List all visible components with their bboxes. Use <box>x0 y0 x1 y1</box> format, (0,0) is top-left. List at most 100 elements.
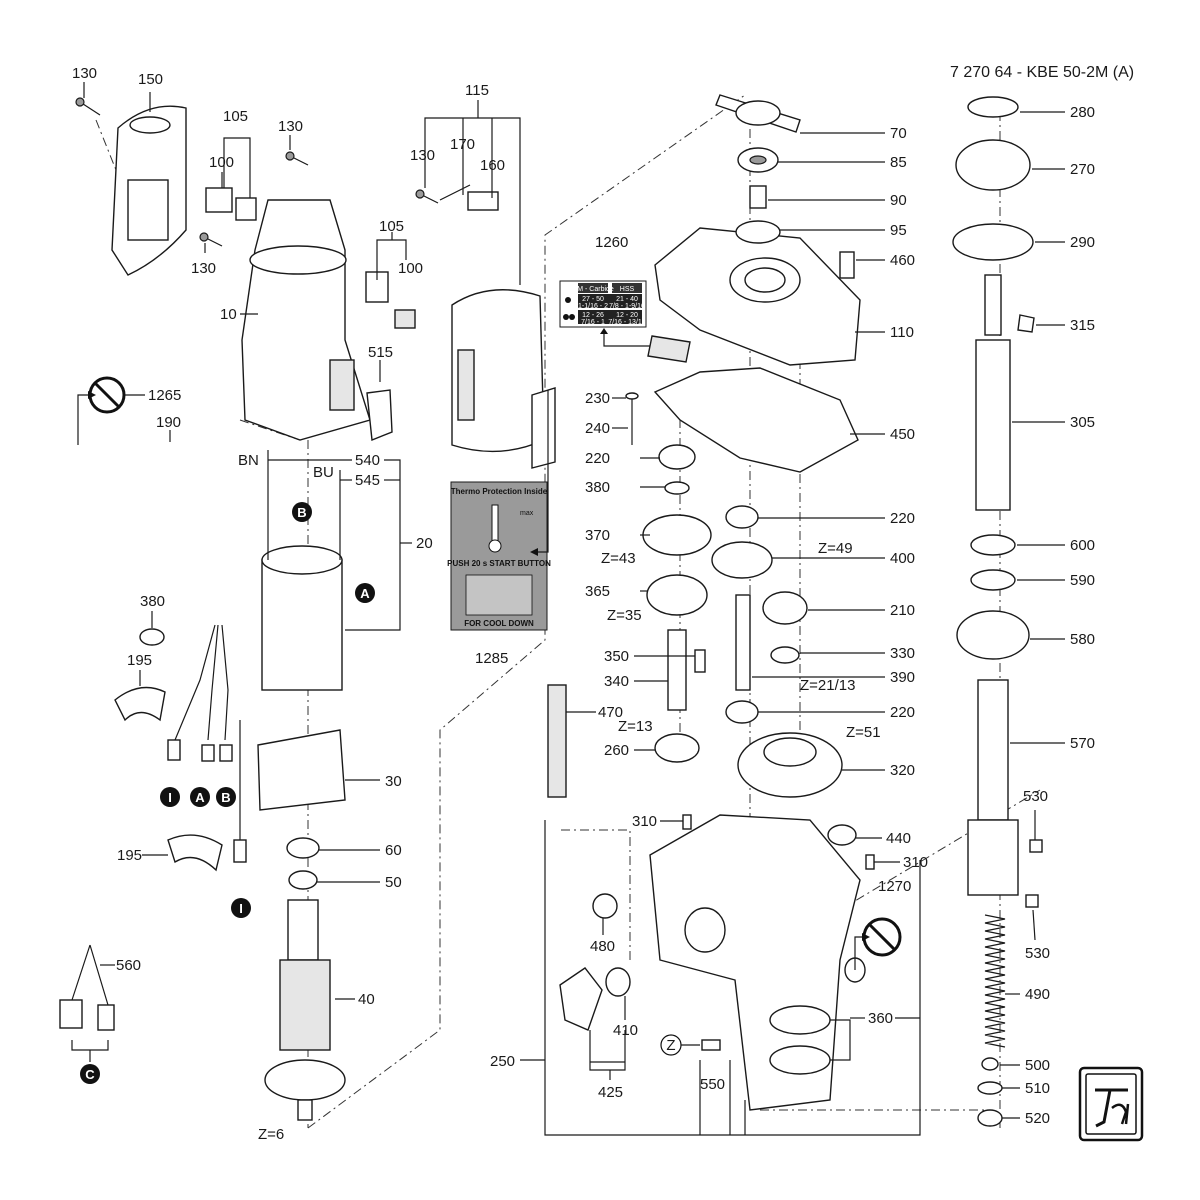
part-label-100: 100 <box>398 260 423 277</box>
part-label-580: 580 <box>1070 631 1095 648</box>
part-label-520: 520 <box>1025 1110 1050 1127</box>
thermo-protection-label: Thermo Protection Inside max PUSH 20 s S… <box>447 481 551 631</box>
leader-lines <box>71 82 1065 1136</box>
part-label-130: 130 <box>191 260 216 277</box>
part-label-130: 130 <box>410 147 435 164</box>
part-label-330: 330 <box>890 645 915 662</box>
badge-z: Z <box>666 1037 675 1054</box>
part-label-40: 40 <box>358 991 375 1008</box>
part-label-340: 340 <box>604 673 629 690</box>
gear-z49: Z=49 <box>818 540 853 557</box>
part-label-410: 410 <box>613 1022 638 1039</box>
bit-r2c1b: 7/16 - 1 <box>581 319 605 326</box>
side-parts <box>547 684 721 1051</box>
part-label-1270: 1270 <box>878 878 911 895</box>
part-label-195: 195 <box>127 652 152 669</box>
part-label-10: 10 <box>220 306 237 323</box>
part-label-380: 380 <box>140 593 165 610</box>
thermo-max: max <box>520 510 534 517</box>
spindle-parts <box>952 96 1043 1127</box>
badge-i-motor: I <box>239 901 243 916</box>
bit-r1c2: 21 - 40 <box>616 296 638 303</box>
part-label-195: 195 <box>117 847 142 864</box>
bit-r2c2b: 7/16 - 13/16 <box>608 319 645 326</box>
bit-r2c1: 12 - 26 <box>582 312 604 319</box>
part-label-250: 250 <box>490 1053 515 1070</box>
gear-z6: Z=6 <box>258 1126 284 1143</box>
part-label-370: 370 <box>585 527 610 544</box>
part-label-390: 390 <box>890 669 915 686</box>
part-label-270: 270 <box>1070 161 1095 178</box>
part-label-480: 480 <box>590 938 615 955</box>
part-label-315: 315 <box>1070 317 1095 334</box>
part-label-510: 510 <box>1025 1080 1050 1097</box>
badge-b-top: B <box>297 505 306 520</box>
part-label-470: 470 <box>598 704 623 721</box>
part-label-170: 170 <box>450 136 475 153</box>
part-label-1265: 1265 <box>148 387 181 404</box>
screw-parts <box>75 97 439 247</box>
part-label-500: 500 <box>1025 1057 1050 1074</box>
gear-z51: Z=51 <box>846 724 881 741</box>
part-label-110: 110 <box>890 324 914 341</box>
part-label-560: 560 <box>116 957 141 974</box>
part-label-190: 190 <box>156 414 181 431</box>
gasket-part <box>653 367 859 473</box>
gear-cover-part <box>439 184 556 469</box>
part-label-210: 210 <box>890 602 915 619</box>
part-label-70: 70 <box>890 125 907 142</box>
part-label-130: 130 <box>72 65 97 82</box>
thermo-footer: FOR COOL DOWN <box>464 619 534 628</box>
part-label-60: 60 <box>385 842 402 859</box>
part-label-240: 240 <box>585 420 610 437</box>
bit-r1c2b: 7/8 - 1-9/16 <box>609 303 645 310</box>
part-label-515: 515 <box>368 344 393 361</box>
fein-logo <box>1078 1066 1144 1142</box>
part-label-30: 30 <box>385 773 402 790</box>
part-label-310: 310 <box>903 854 928 871</box>
part-label-440: 440 <box>886 830 911 847</box>
part-label-1285: 1285 <box>475 650 508 667</box>
part-label-305: 305 <box>1070 414 1095 431</box>
part-label-20: 20 <box>416 535 433 552</box>
part-label-150: 150 <box>138 71 163 88</box>
part-label-530: 530 <box>1023 788 1048 805</box>
part-label-1260: 1260 <box>595 234 628 251</box>
badge-b-cord: B <box>221 790 230 805</box>
part-label-90: 90 <box>890 192 907 209</box>
part-label-600: 600 <box>1070 537 1095 554</box>
part-label-220: 220 <box>890 510 915 527</box>
part-label-280: 280 <box>1070 104 1095 121</box>
part-label-290: 290 <box>1070 234 1095 251</box>
part-label-100: 100 <box>209 154 234 171</box>
part-label-570: 570 <box>1070 735 1095 752</box>
part-label-130: 130 <box>278 118 303 135</box>
badge-c: C <box>85 1067 95 1082</box>
gear-z21-13: Z=21/13 <box>800 677 855 694</box>
wire-tag-bu: BU <box>313 464 334 481</box>
badge-a-cord: A <box>195 790 205 805</box>
motor-housing-part <box>241 199 393 441</box>
part-label-450: 450 <box>890 426 915 443</box>
bit-col-hss: HSS <box>620 286 635 293</box>
gear-housing-part <box>649 814 875 1111</box>
brush-holder-parts <box>205 187 416 329</box>
wire-tag-bn: BN <box>238 452 259 469</box>
badge-a-stator: A <box>360 586 370 601</box>
gear-train-parts <box>625 392 843 798</box>
drill-range-label: HM - Carbide HSS 27 - 50 1-1/16 - 2 21 -… <box>559 280 691 363</box>
top-small-parts <box>715 94 855 279</box>
bit-r1c1: 27 - 50 <box>582 296 604 303</box>
part-label-360: 360 <box>868 1010 893 1027</box>
part-label-460: 460 <box>890 252 915 269</box>
gear-z13: Z=13 <box>618 718 653 735</box>
part-labels: 130 150 105 130 100 130 115 130 170 160 … <box>72 65 1095 1143</box>
part-label-220: 220 <box>890 704 915 721</box>
part-label-380: 380 <box>585 479 610 496</box>
bit-r2c2: 12 - 20 <box>616 312 638 319</box>
armature-part <box>264 899 346 1121</box>
part-label-105: 105 <box>223 108 248 125</box>
part-label-160: 160 <box>480 157 505 174</box>
part-label-490: 490 <box>1025 986 1050 1003</box>
